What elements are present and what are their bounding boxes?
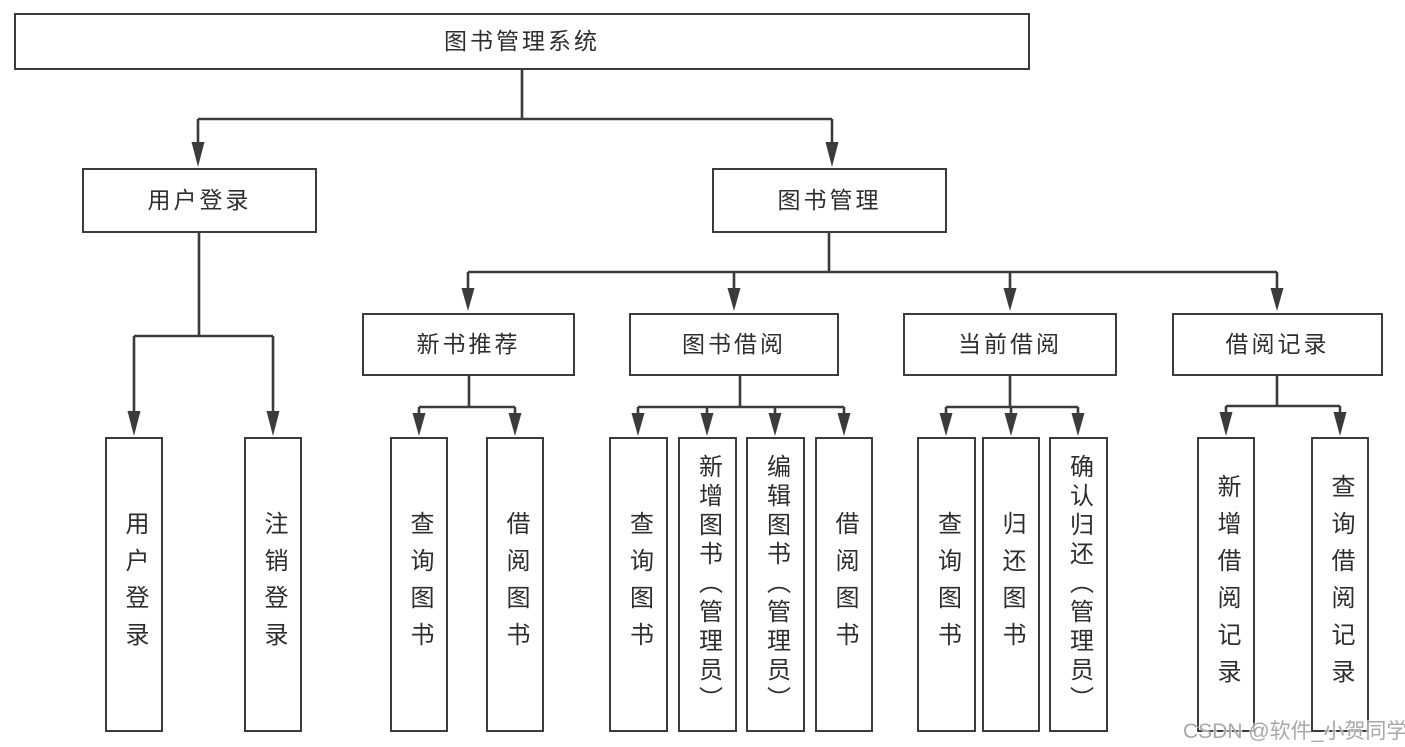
csdn-watermark: CSDN @软件_小贺同学 bbox=[1183, 720, 1405, 743]
connector-root-to-level2 bbox=[191, 70, 839, 167]
leaf-record-query-borrow-record: 查询借阅记录 bbox=[1311, 437, 1369, 732]
connector-book-borrow-children bbox=[631, 376, 851, 436]
node-borrow-record: 借阅记录 bbox=[1172, 313, 1383, 376]
node-book-borrow-label: 图书借阅 bbox=[682, 331, 786, 357]
node-root-label: 图书管理系统 bbox=[444, 28, 600, 54]
leaf-logout: 注销登录 bbox=[244, 437, 302, 732]
node-user-login-label: 用户登录 bbox=[147, 187, 252, 213]
leaf-borrow-add-books-admin: 新增图书（管理员） bbox=[678, 437, 737, 732]
node-new-book-recommend-label: 新书推荐 bbox=[416, 331, 521, 357]
connector-new-book-rec-children bbox=[412, 376, 522, 436]
node-borrow-record-label: 借阅记录 bbox=[1225, 331, 1330, 357]
leaf-newrec-query-books-label: 查询图书 bbox=[406, 510, 433, 659]
connector-user-login-children bbox=[127, 233, 280, 436]
leaf-record-query-borrow-record-label: 查询借阅记录 bbox=[1327, 473, 1354, 696]
node-current-borrow-label: 当前借阅 bbox=[958, 331, 1062, 357]
leaf-current-query-books: 查询图书 bbox=[917, 437, 976, 732]
leaf-current-confirm-return-admin: 确认归还（管理员） bbox=[1049, 437, 1108, 732]
leaf-current-return-books-label: 归还图书 bbox=[998, 510, 1025, 659]
node-new-book-recommend: 新书推荐 bbox=[362, 313, 575, 376]
leaf-newrec-query-books: 查询图书 bbox=[390, 437, 448, 732]
leaf-logout-label: 注销登录 bbox=[260, 510, 287, 659]
node-book-borrow: 图书借阅 bbox=[629, 313, 839, 376]
leaf-record-add-borrow-record-label: 新增借阅记录 bbox=[1213, 473, 1240, 696]
connector-current-borrow-children bbox=[939, 376, 1085, 436]
leaf-borrow-edit-books-admin: 编辑图书（管理员） bbox=[746, 437, 805, 732]
leaf-current-query-books-label: 查询图书 bbox=[933, 510, 961, 659]
node-book-management-label: 图书管理 bbox=[777, 187, 882, 213]
leaf-borrow-query-books-label: 查询图书 bbox=[625, 510, 653, 659]
leaf-borrow-query-books: 查询图书 bbox=[609, 437, 668, 732]
connector-borrow-record-children bbox=[1219, 376, 1347, 436]
leaf-user-login: 用户登录 bbox=[105, 437, 163, 732]
leaf-record-add-borrow-record: 新增借阅记录 bbox=[1197, 437, 1255, 732]
leaf-newrec-borrow-books: 借阅图书 bbox=[486, 437, 544, 732]
leaf-newrec-borrow-books-label: 借阅图书 bbox=[502, 510, 529, 659]
node-user-login: 用户登录 bbox=[82, 168, 317, 233]
leaf-current-return-books: 归还图书 bbox=[982, 437, 1040, 732]
leaf-borrow-edit-books-admin-label: 编辑图书（管理员） bbox=[762, 454, 790, 715]
node-book-management: 图书管理 bbox=[712, 168, 947, 233]
leaf-current-confirm-return-admin-label: 确认归还（管理员） bbox=[1065, 454, 1093, 715]
leaf-user-login-label: 用户登录 bbox=[121, 510, 148, 659]
leaf-borrow-add-books-admin-label: 新增图书（管理员） bbox=[694, 454, 722, 715]
leaf-borrow-borrow-books-label: 借阅图书 bbox=[831, 510, 858, 659]
node-root: 图书管理系统 bbox=[14, 13, 1030, 70]
node-current-borrow: 当前借阅 bbox=[903, 313, 1117, 376]
leaf-borrow-borrow-books: 借阅图书 bbox=[815, 437, 873, 732]
connector-book-mgmt-children bbox=[461, 233, 1284, 311]
